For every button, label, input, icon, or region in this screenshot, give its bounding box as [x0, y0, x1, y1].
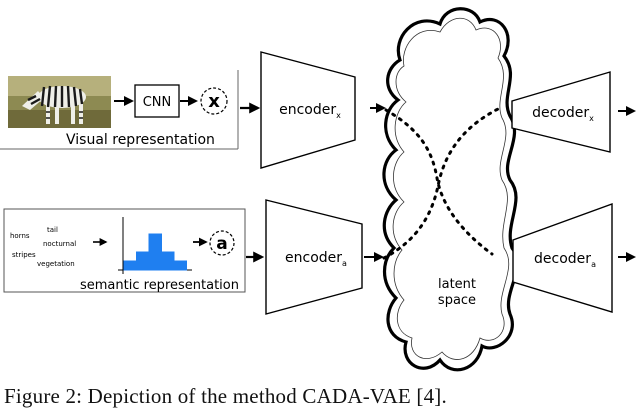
histogram-bar: [136, 251, 150, 271]
attribute-histogram: [123, 233, 187, 271]
attribute-word: vegetation: [37, 260, 75, 268]
a-symbol: a: [216, 234, 227, 254]
decoder-x-subscript: x: [589, 114, 594, 123]
svg-text:decodera: decodera: [534, 251, 596, 269]
svg-text:encoderx: encoderx: [279, 102, 341, 120]
attribute-word: tail: [47, 226, 58, 234]
encoder-a-subscript: a: [342, 259, 347, 268]
x-symbol: x: [208, 91, 220, 112]
attribute-word: nocturnal: [43, 240, 76, 248]
svg-text:decoderx: decoderx: [532, 105, 594, 123]
histogram-bar: [123, 260, 137, 271]
semantic-representation-panel: horns tail nocturnal stripes vegetation …: [3, 208, 246, 293]
decoder-a-subscript: a: [591, 260, 596, 269]
figure-caption: Figure 2: Depiction of the method CADA-V…: [4, 384, 447, 408]
histogram-bar: [148, 233, 162, 271]
encoder-a-label: encoder: [285, 250, 342, 266]
visual-representation-label: Visual representation: [66, 132, 215, 148]
cnn-box: [134, 84, 180, 118]
encoder-x-subscript: x: [336, 111, 341, 120]
zebra-image: [8, 76, 111, 128]
histogram-bar: [161, 251, 175, 271]
histogram-bar: [173, 260, 187, 271]
decoder-x-label: decoder: [532, 105, 589, 121]
cnn-label: CNN: [143, 95, 172, 110]
latent-space-label-line1: latent: [438, 277, 476, 292]
visual-representation-panel: CNN x Visual representation: [0, 70, 239, 150]
encoder-x: encoderx: [260, 51, 356, 169]
attribute-word: stripes: [12, 251, 36, 259]
attribute-word: horns: [10, 232, 30, 240]
a-feature-node: [209, 230, 235, 256]
svg-text:encodera: encodera: [285, 250, 347, 268]
semantic-representation-label: semantic representation: [80, 278, 239, 293]
x-feature-node: [200, 87, 228, 115]
decoder-x: decoderx: [511, 71, 611, 153]
latent-space-label-line2: space: [438, 293, 476, 308]
latent-space-cloud: latent space: [382, 7, 519, 372]
decoder-a: decodera: [512, 203, 613, 313]
encoder-x-label: encoder: [279, 102, 336, 118]
encoder-a: encodera: [265, 199, 363, 315]
decoder-a-label: decoder: [534, 251, 591, 267]
